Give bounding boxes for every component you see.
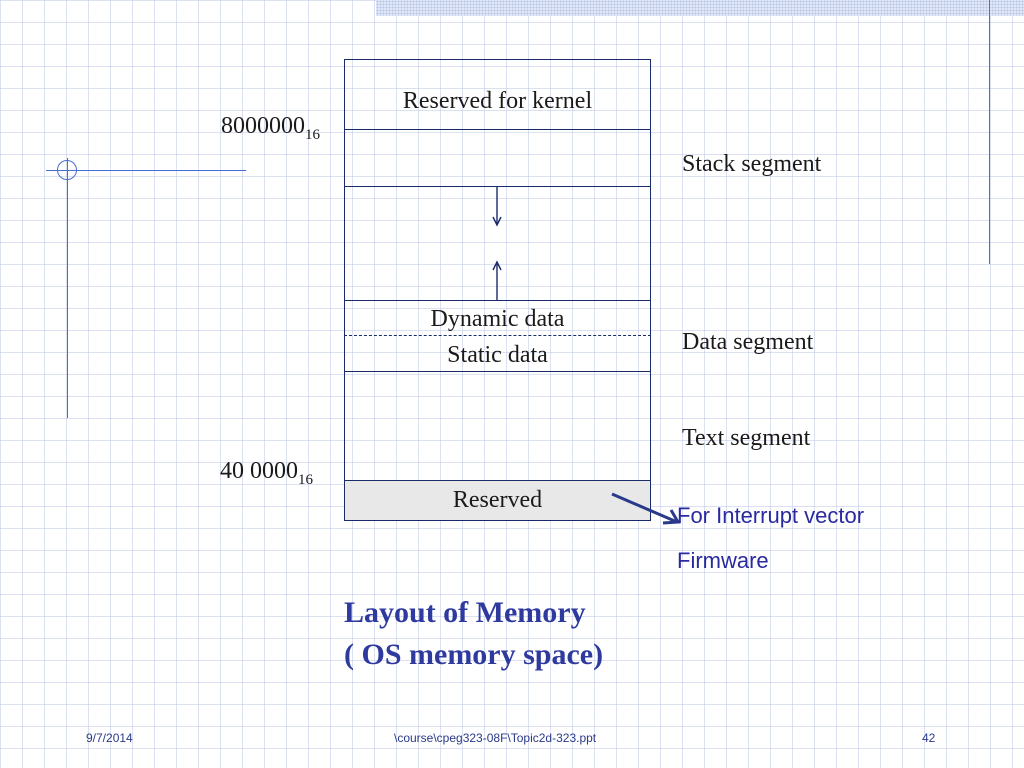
interrupt-vector-annotation: For Interrupt vector	[677, 503, 865, 528]
firmware-annotation: Firmware	[677, 548, 769, 573]
text-segment-label: Text segment	[682, 425, 811, 451]
decorative-circle-icon	[57, 160, 77, 180]
address-bottom-base: 16	[298, 471, 313, 488]
interrupt-pointer-arrow-icon	[611, 492, 681, 525]
region-reserved-label: Reserved	[452, 487, 543, 513]
stack-segment-label: Stack segment	[682, 151, 822, 177]
stack-growth-down-arrow-icon	[492, 186, 502, 227]
footer-page-number: 42	[922, 731, 936, 745]
slide-title: Layout of Memory ( OS memory space)	[344, 592, 603, 676]
decorative-vertical-line-right	[989, 0, 990, 264]
reserved-region-box	[344, 480, 651, 521]
decorative-vertical-line-left	[67, 158, 68, 418]
divider-dynamic-static	[344, 335, 651, 336]
address-top-value: 8000000	[221, 113, 305, 139]
address-bottom: 40 000016	[220, 458, 313, 489]
footer-file-path: \course\cpeg323-08F\Topic2d-323.ppt	[394, 731, 597, 745]
region-static-label: Static data	[447, 342, 548, 368]
divider-kernel-stack	[344, 129, 651, 130]
divider-free-dynamic	[344, 300, 651, 301]
divider-static-text	[344, 371, 651, 372]
address-top: 800000016	[221, 113, 320, 144]
address-top-base: 16	[305, 126, 320, 143]
region-dynamic-label: Dynamic data	[430, 306, 565, 332]
footer-date: 9/7/2014	[86, 731, 133, 745]
decorative-horizontal-line-left	[46, 170, 246, 171]
slide-title-line1: Layout of Memory	[344, 596, 586, 629]
region-kernel-label: Reserved for kernel	[402, 88, 593, 114]
address-bottom-value: 40 0000	[220, 458, 298, 484]
data-segment-label: Data segment	[682, 329, 814, 355]
heap-growth-up-arrow-icon	[492, 260, 502, 300]
decorative-top-band	[376, 0, 1024, 16]
slide-title-line2: ( OS memory space)	[344, 638, 604, 671]
